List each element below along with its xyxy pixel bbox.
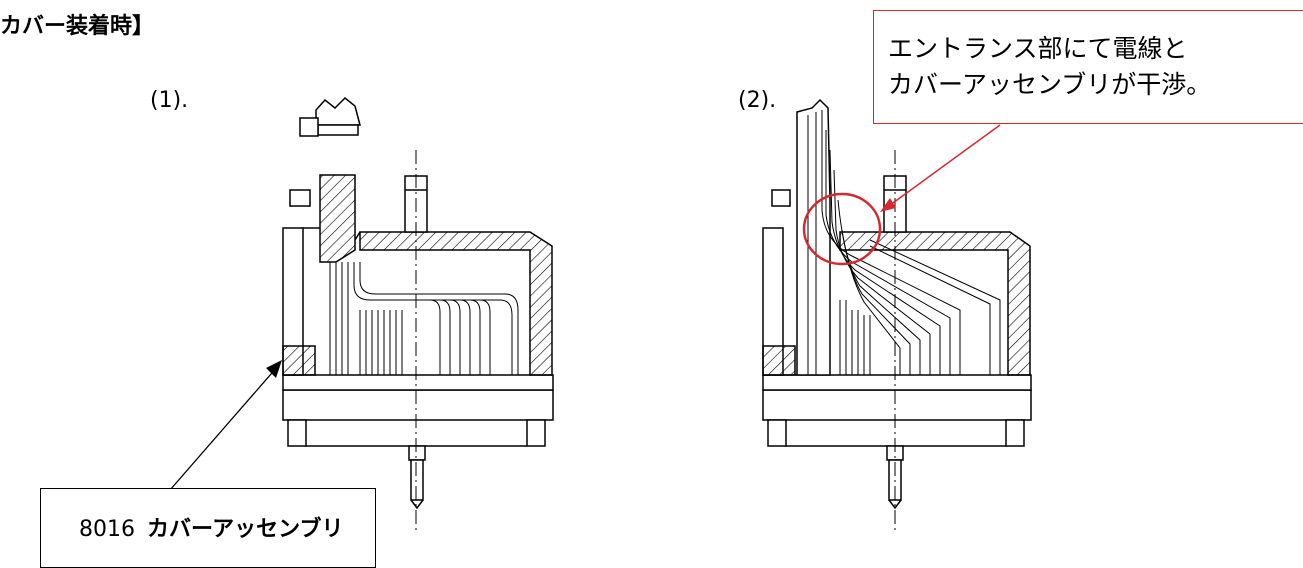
cover-hatched-corner (282, 345, 316, 376)
pin-collar (408, 445, 426, 461)
cable-hatched (319, 174, 356, 263)
cable-fan-2 (807, 110, 1001, 375)
cover-hatched-top-2 (839, 231, 1031, 376)
pin-tip (410, 499, 424, 510)
foot-left (287, 419, 307, 447)
base-top-step (282, 374, 554, 391)
figure-2-drawing (762, 98, 1032, 530)
part-number: 8016 (79, 517, 135, 542)
cover-hatched-top (359, 231, 553, 376)
foot-left-2 (767, 419, 787, 447)
foot-right-2 (1005, 419, 1025, 447)
part-name: カバーアッセンブリ (147, 517, 344, 542)
interference-callout-line1: エントランス部にて電線と (888, 34, 1188, 63)
cable-top (315, 96, 361, 126)
figure-2-label: (2). (738, 88, 777, 113)
interference-circle (802, 192, 882, 266)
pin-array (329, 262, 519, 375)
side-connector (289, 189, 311, 207)
pin-body (410, 459, 424, 501)
cable-clip (299, 117, 319, 137)
cover-hatched-corner-2 (762, 345, 796, 376)
base-plate (282, 389, 554, 421)
figure-1-drawing (282, 96, 554, 530)
foot-right (526, 419, 546, 447)
callout-red-leader (880, 124, 1001, 212)
page-title: カバー装着時】 (0, 14, 155, 39)
side-connector-2 (771, 189, 791, 207)
interference-callout: エントランス部にて電線と カバーアッセンブリが干渉。 (873, 10, 1303, 124)
cable-bundle-2 (796, 98, 831, 376)
interference-callout-line2: カバーアッセンブリが干渉。 (888, 70, 1212, 99)
figure-1-label: (1). (150, 88, 189, 113)
base-plate-2 (762, 389, 1032, 421)
cable-band (317, 124, 359, 136)
part-callout: 8016 カバーアッセンブリ (40, 488, 376, 568)
base-top-step-2 (762, 374, 1032, 391)
callout-black-leader (169, 360, 282, 491)
